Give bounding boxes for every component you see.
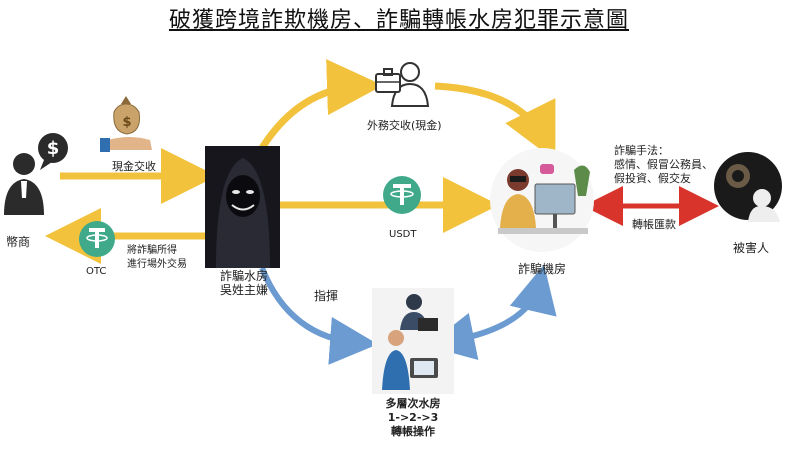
fraud-methods: 詐騙手法： 感情、假冒公務員、 假投資、假交友 — [614, 144, 713, 185]
tether-icon — [383, 176, 421, 214]
victim-icon — [714, 152, 782, 222]
scam-room-icon — [490, 148, 594, 252]
courier-icon — [375, 62, 430, 107]
victim-label: 被害人 — [733, 241, 770, 255]
hand-icon — [100, 137, 152, 152]
command-arrow — [259, 266, 378, 365]
courier-label: 外務交收(現金) — [367, 119, 442, 132]
command-label: 指揮 — [314, 289, 339, 303]
tether-icon — [79, 221, 115, 257]
svg-text:$: $ — [122, 115, 131, 130]
transfer-label: 轉帳匯款 — [632, 218, 676, 231]
otc-label: OTC — [86, 266, 107, 277]
courier-to-room-arrow — [434, 82, 556, 161]
usdt-label: USDT — [389, 229, 417, 240]
scam-room-label: 詐騙機房 — [518, 262, 567, 276]
businessman-icon — [4, 153, 44, 215]
money-room-label: 詐騙水房 吳姓主嫌 — [219, 269, 268, 297]
layered-link-arrow — [426, 264, 557, 360]
money-bag-icon: $ — [113, 96, 140, 135]
svg-text:$: $ — [47, 138, 60, 159]
laptop-worker-icon — [372, 288, 454, 394]
to-courier-arrow — [259, 59, 383, 150]
hacker-icon — [205, 146, 280, 268]
layered-room-label: 多層次水房 1->2->3 轉帳操作 — [385, 397, 441, 438]
diagram-title: 破獲跨境詐欺機房、詐騙轉帳水房犯罪示意圖 — [168, 8, 629, 33]
otc-note: 將詐騙所得 進行場外交易 — [127, 245, 187, 270]
coin-dealer-label: 幣商 — [6, 235, 31, 249]
cash-trade-label: 現金交收 — [112, 160, 156, 173]
dollar-chat-icon: $ — [38, 133, 68, 170]
